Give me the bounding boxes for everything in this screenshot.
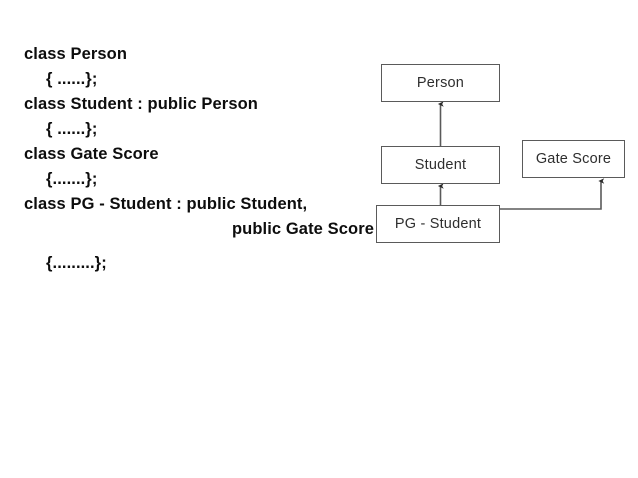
code-line-4: { ......}; — [46, 120, 98, 138]
class-node-student-label: Student — [414, 157, 467, 173]
code-line-8: public Gate Score — [232, 220, 374, 238]
edge-pg-to-gate — [500, 178, 605, 210]
class-node-pg-student[interactable]: PG - Student — [376, 205, 500, 243]
code-line-2: { ......}; — [46, 70, 98, 88]
code-line-5: class Gate Score — [24, 145, 159, 163]
class-node-gate-score-label: Gate Score — [535, 151, 612, 167]
class-node-pg-student-label: PG - Student — [394, 216, 482, 232]
code-line-6: {.......}; — [46, 170, 98, 188]
code-listing: class Person { ......}; class Student : … — [24, 42, 374, 276]
class-node-person[interactable]: Person — [381, 64, 500, 102]
code-line-9: {.........}; — [46, 254, 107, 272]
code-line-1: class Person — [24, 45, 128, 63]
class-node-person-label: Person — [416, 75, 465, 91]
class-node-student[interactable]: Student — [381, 146, 500, 184]
code-line-7: class PG - Student : public Student, — [24, 195, 308, 213]
class-node-gate-score[interactable]: Gate Score — [522, 140, 625, 178]
code-line-3: class Student : public Person — [24, 95, 258, 113]
